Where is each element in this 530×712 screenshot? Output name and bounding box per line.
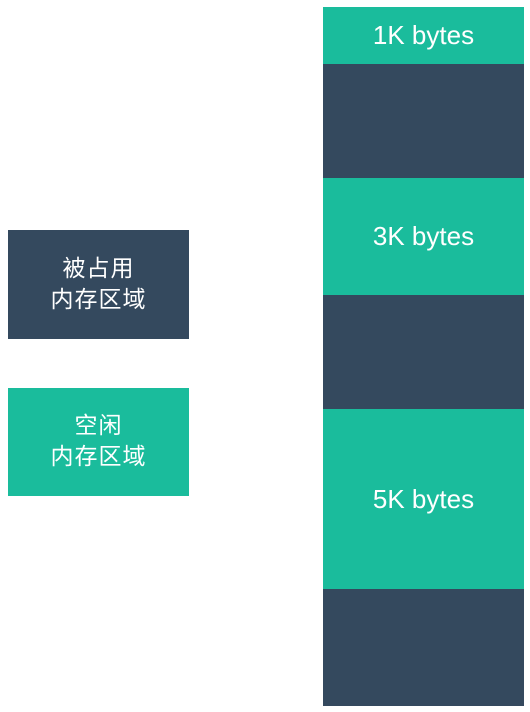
- memory-block-occupied-3: [323, 589, 524, 706]
- memory-block-free-5k: 5K bytes: [323, 409, 524, 589]
- memory-block-free-1k: 1K bytes: [323, 7, 524, 64]
- legend-occupied-line1: 被占用: [62, 255, 135, 282]
- block-label: 1K bytes: [372, 20, 475, 50]
- legend-free-line1: 空闲: [74, 413, 123, 439]
- memory-block-occupied-1: [323, 64, 524, 178]
- legend-occupied-region: 被占用 内存区域: [8, 230, 189, 339]
- memory-block-occupied-2: [323, 295, 524, 409]
- block-label: 5K bytes: [372, 483, 475, 514]
- legend-occupied-line2: 内存区域: [50, 286, 147, 313]
- memory-block-free-3k: 3K bytes: [323, 178, 524, 295]
- legend-free-line2: 内存区域: [50, 444, 147, 470]
- legend-free-region: 空闲 内存区域: [8, 388, 189, 496]
- memory-column: 1K bytes 3K bytes 5K bytes: [323, 7, 524, 706]
- block-label: 3K bytes: [372, 221, 475, 251]
